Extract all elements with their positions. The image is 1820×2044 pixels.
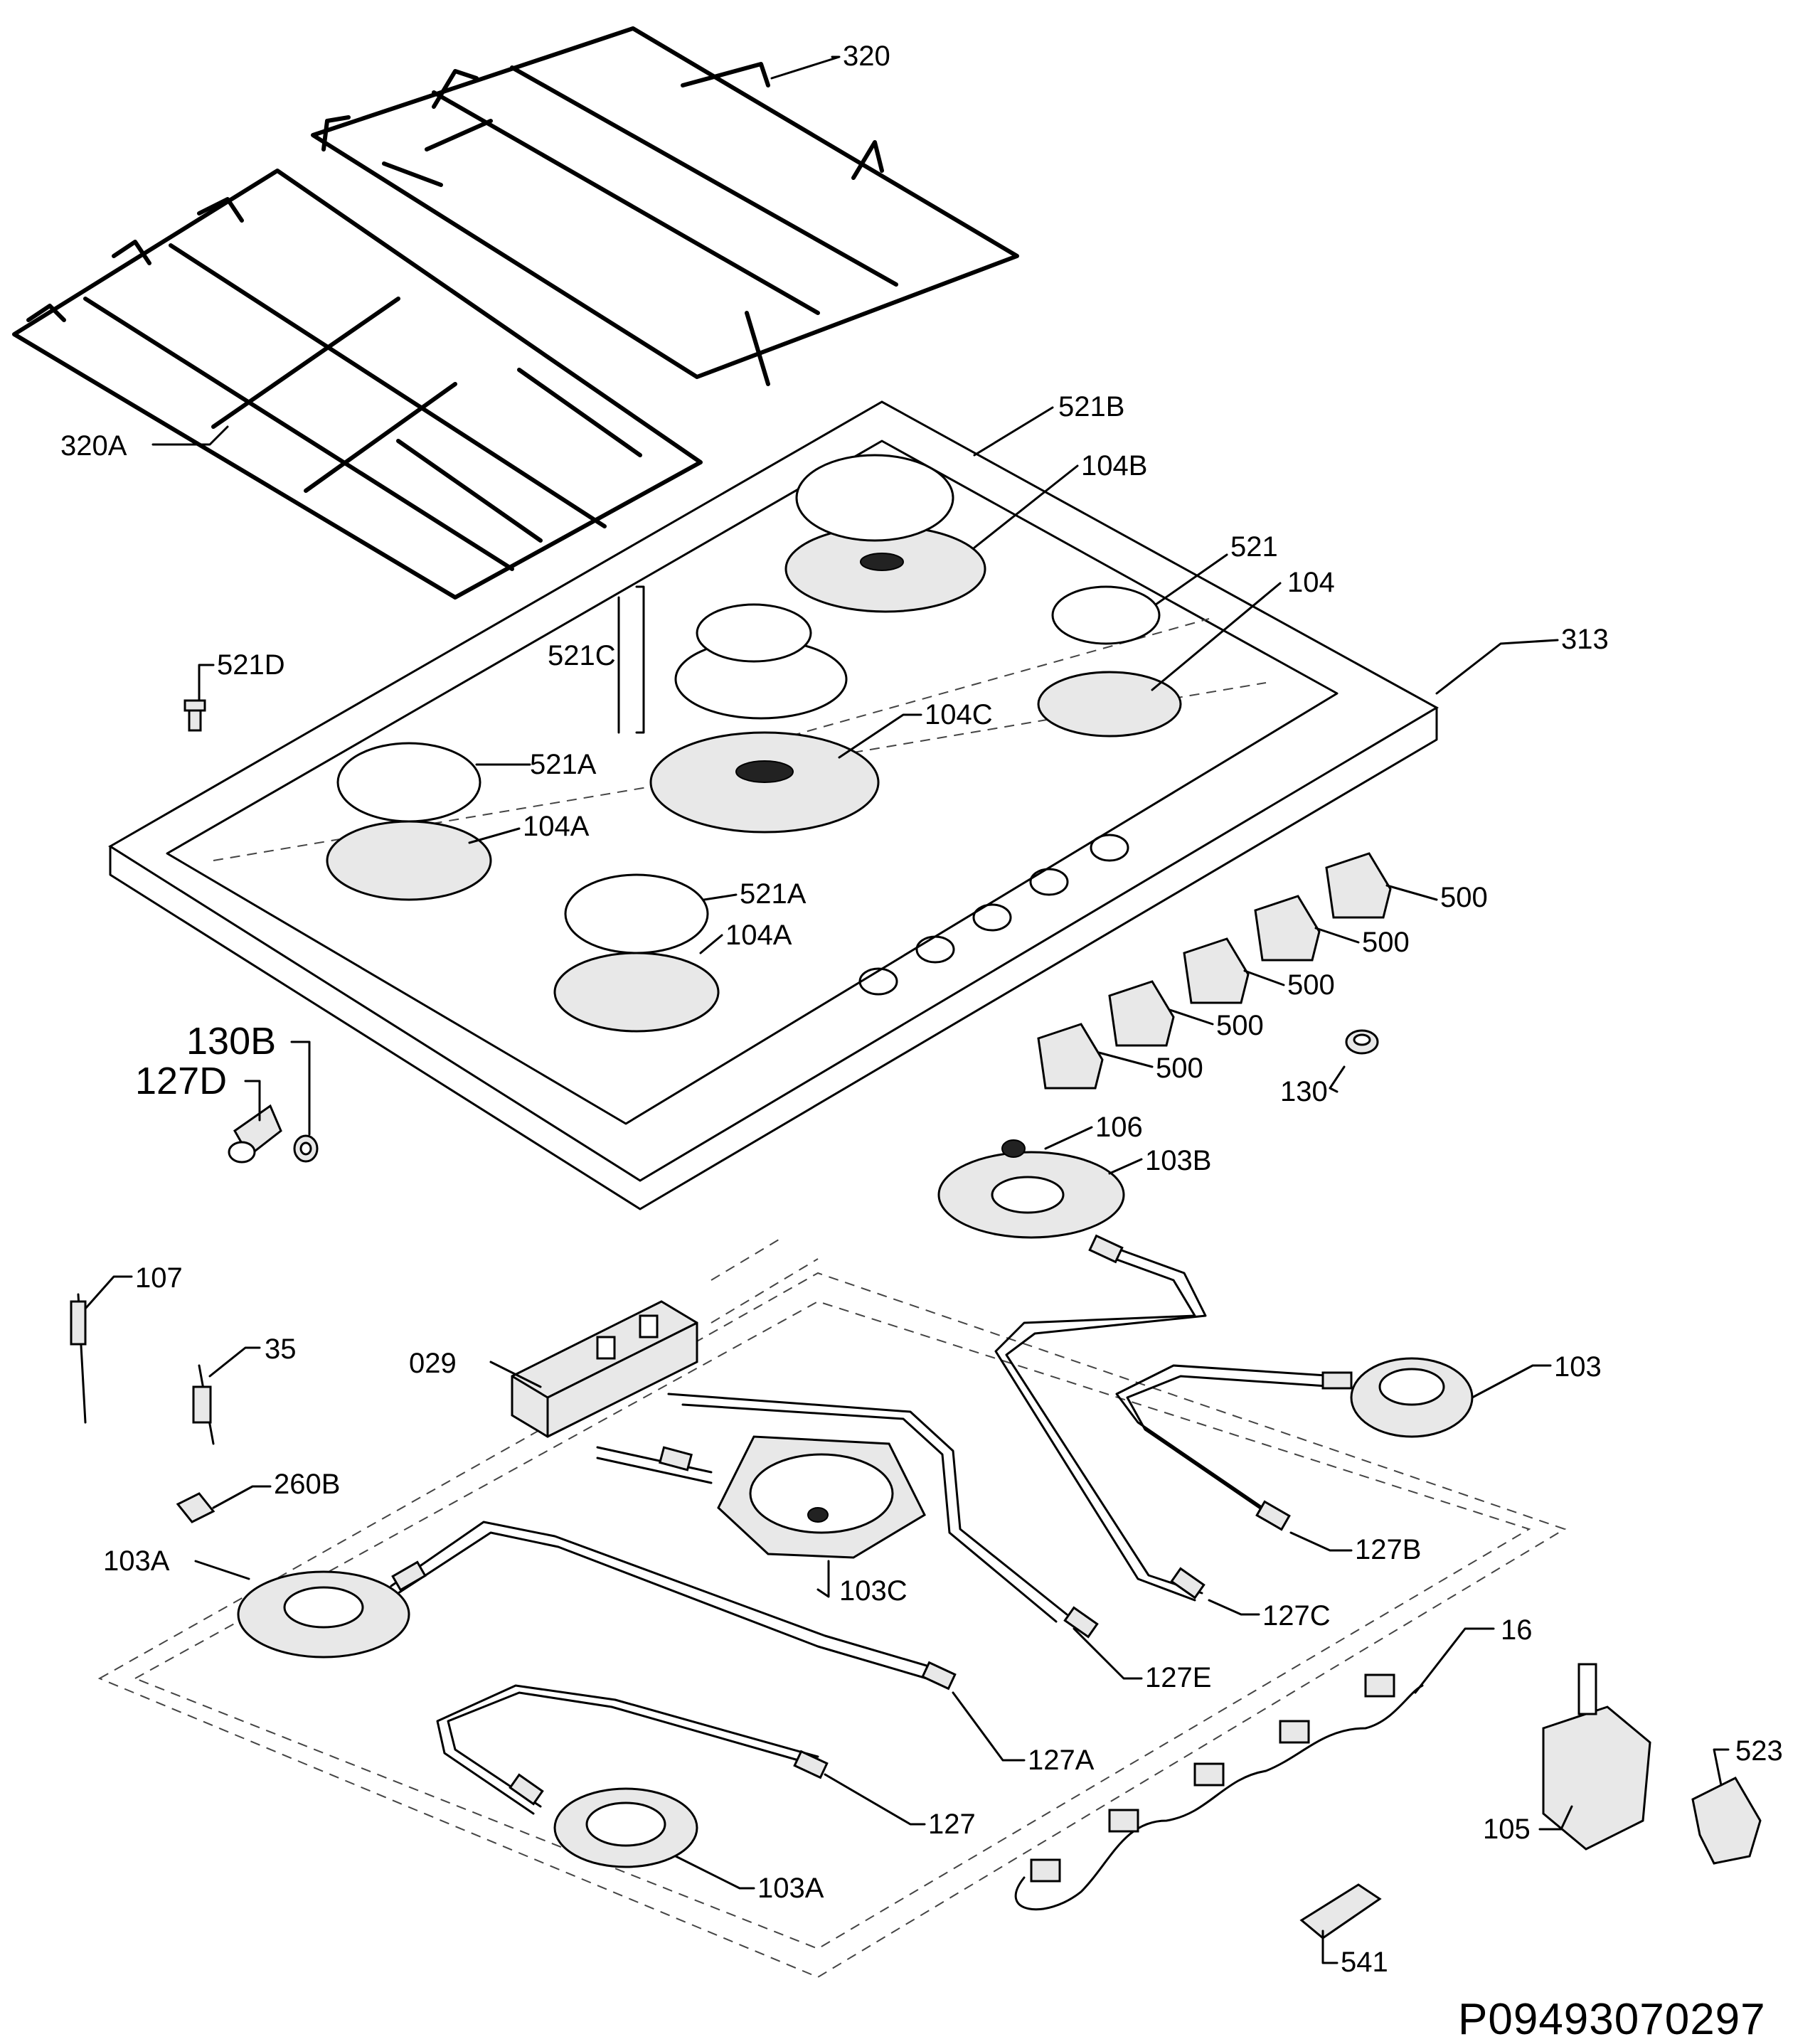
callout-127A: 127A <box>1028 1745 1095 1776</box>
callout-106: 106 <box>1095 1112 1143 1143</box>
callout-127B: 127B <box>1355 1534 1421 1565</box>
pan-support-320A <box>12 169 703 600</box>
callout-521A-front: 521A <box>740 878 807 910</box>
gas-pipes <box>390 1243 1339 1815</box>
callout-541: 541 <box>1341 1947 1388 1978</box>
callout-103A-front: 103A <box>757 1873 824 1904</box>
clip-523 <box>1691 1777 1762 1865</box>
callout-320A: 320A <box>60 430 127 462</box>
callout-029: 029 <box>409 1348 457 1379</box>
callout-521D: 521D <box>217 649 285 681</box>
callout-500-5: 500 <box>1156 1053 1203 1084</box>
callout-103A-left: 103A <box>103 1545 170 1577</box>
callout-107: 107 <box>135 1262 183 1294</box>
callout-500-2: 500 <box>1362 927 1410 958</box>
washer-130 <box>1345 1029 1379 1055</box>
callout-523: 523 <box>1735 1735 1783 1767</box>
callout-104B: 104B <box>1081 450 1147 481</box>
callout-130: 130 <box>1280 1076 1328 1107</box>
callout-127: 127 <box>928 1809 976 1840</box>
burner-body-103A-left <box>237 1570 410 1659</box>
ignition-lead-35 <box>192 1364 215 1445</box>
drawing-code: P09493070297 <box>1458 1995 1766 2044</box>
callout-104: 104 <box>1287 567 1335 598</box>
callout-521A-left: 521A <box>530 749 597 780</box>
callout-127D: 127D <box>135 1060 227 1102</box>
callout-500-1: 500 <box>1440 882 1488 913</box>
burner-body-103B <box>937 1139 1125 1239</box>
callout-103B: 103B <box>1145 1145 1211 1176</box>
callout-130B: 130B <box>186 1020 276 1063</box>
callout-35: 35 <box>265 1334 297 1365</box>
burner-body-103A-front <box>553 1787 698 1868</box>
callout-500-4: 500 <box>1216 1010 1264 1041</box>
burner-cap-521A-front <box>553 873 720 1033</box>
screw-521D <box>183 699 206 732</box>
knob-holes <box>858 834 1129 996</box>
ignition-generator-029 <box>511 1300 698 1438</box>
washer-130B <box>293 1134 319 1163</box>
callout-103C: 103C <box>839 1575 908 1607</box>
pipe-fittings <box>391 1234 1353 1806</box>
callout-104C: 104C <box>925 699 993 730</box>
microswitches-16 <box>1014 1673 1424 1911</box>
knobs-500 <box>1037 852 1392 1090</box>
gas-tap-105 <box>1542 1663 1651 1851</box>
callout-260B: 260B <box>274 1469 340 1500</box>
callout-521C: 521C <box>548 640 616 671</box>
burner-cap-521B <box>784 454 986 613</box>
callout-labels: 320 320A 521B 104B 521 104 313 521D 521C… <box>60 41 1783 2044</box>
thermocouple-107 <box>70 1293 87 1424</box>
callout-104A-left: 104A <box>523 811 590 842</box>
callout-104A-front: 104A <box>725 920 792 951</box>
callout-521B: 521B <box>1058 391 1124 422</box>
switch-541 <box>1299 1883 1382 1939</box>
callout-127C: 127C <box>1262 1600 1331 1632</box>
elbow-127D <box>228 1104 282 1164</box>
burner-cap-521 <box>1037 585 1182 738</box>
callout-521: 521 <box>1230 531 1278 563</box>
callout-16: 16 <box>1501 1614 1533 1646</box>
callout-500-3: 500 <box>1287 969 1335 1001</box>
burner-cap-521C <box>649 603 880 834</box>
leader-lines <box>84 55 1730 1964</box>
clip-260B <box>176 1492 215 1523</box>
burner-body-103C <box>717 1435 926 1559</box>
burner-cap-521A-left <box>326 742 492 901</box>
callout-313: 313 <box>1561 624 1609 655</box>
callout-105: 105 <box>1483 1814 1531 1845</box>
callout-103: 103 <box>1554 1351 1602 1383</box>
callout-127E: 127E <box>1145 1662 1211 1693</box>
callout-320: 320 <box>843 41 890 72</box>
pan-support-320 <box>311 26 1019 386</box>
burner-body-103 <box>1350 1357 1474 1438</box>
